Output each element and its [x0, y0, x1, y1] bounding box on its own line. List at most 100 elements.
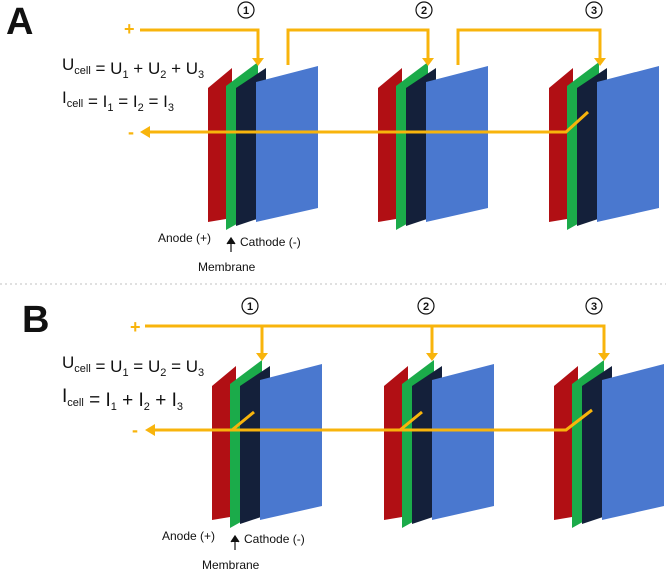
panel-letter: B — [22, 299, 49, 341]
panel-b-parallel-connection: B Ucell = U1 = U2 = U3 Icell = I1 + I2 +… — [22, 297, 664, 571]
eq-left-sub: cell — [74, 363, 91, 375]
arrow-head — [140, 126, 150, 138]
panel-a-series-connection: A Ucell = U1 + U2 + U3 Icell = I1 = I2 =… — [6, 1, 659, 274]
current-equation: Icell = I1 = I2 = I3 — [62, 88, 174, 114]
eq-subscript: 3 — [177, 401, 183, 413]
cell-number-markers: 1 2 3 — [241, 297, 603, 315]
eq-term: = U — [91, 357, 123, 376]
negative-terminal-sign: - — [132, 420, 138, 440]
eq-left-sub: cell — [67, 98, 84, 110]
number-text: 1 — [243, 5, 249, 17]
eq-left-sub: cell — [67, 397, 84, 409]
arrow-head — [598, 353, 610, 361]
voltage-equation: Ucell = U1 + U2 + U3 — [62, 55, 204, 81]
eq-subscript: 2 — [144, 401, 150, 413]
eq-term: = I — [83, 92, 107, 111]
eq-subscript: 2 — [160, 69, 166, 81]
number-text: 3 — [591, 301, 597, 313]
cathode-label: Cathode (-) — [240, 235, 301, 249]
eq-term: = U — [129, 357, 161, 376]
cell-number-3: 3 — [585, 1, 603, 19]
arrow-head — [145, 424, 155, 436]
electrolysis-cell — [384, 360, 494, 528]
number-text: 2 — [421, 5, 427, 17]
number-circle — [417, 297, 435, 315]
number-circle — [585, 1, 603, 19]
eq-term: + I — [117, 390, 144, 411]
negative-tap-1 — [231, 410, 255, 432]
wire-arrows — [145, 353, 610, 436]
wiring — [145, 324, 606, 432]
voltage-equation: Ucell = U1 = U2 = U3 — [62, 353, 204, 379]
eq-subscript: 2 — [160, 367, 166, 379]
number-circle — [415, 1, 433, 19]
series-link-2-3 — [456, 28, 602, 65]
positive-bus — [145, 324, 606, 355]
arrow-head — [256, 353, 268, 361]
number-circle — [241, 297, 259, 315]
eq-term: = U — [166, 357, 198, 376]
cell-number-2: 2 — [417, 297, 435, 315]
eq-subscript: 2 — [138, 102, 144, 114]
series-link-1-2 — [286, 28, 430, 65]
eq-term: + U — [129, 59, 161, 78]
cathode-face — [426, 66, 488, 222]
eq-term: = I — [144, 92, 168, 111]
cathode-face — [432, 364, 494, 520]
anode-label: Anode (+) — [158, 231, 211, 245]
eq-term: = U — [91, 59, 123, 78]
positive-terminal-sign: + — [124, 19, 135, 39]
negative-bus — [150, 408, 593, 432]
arrow-head — [426, 353, 438, 361]
membrane-label: Membrane — [202, 558, 260, 571]
arrow-head — [594, 58, 606, 66]
membrane-pointer-arrow — [230, 534, 240, 550]
cathode-face — [597, 66, 659, 222]
eq-left: U — [62, 55, 74, 74]
wiring — [140, 28, 602, 134]
cell-number-1: 1 — [241, 297, 259, 315]
cathode-label: Cathode (-) — [244, 532, 305, 546]
membrane-pointer-arrow — [226, 236, 236, 252]
cathode-face — [602, 364, 664, 520]
negative-terminal-sign: - — [128, 122, 134, 142]
number-circle — [237, 1, 255, 19]
eq-left: I — [62, 88, 67, 107]
number-text: 3 — [591, 5, 597, 17]
cell-number-2: 2 — [415, 1, 433, 19]
negative-wire — [145, 110, 590, 134]
number-circle — [585, 297, 603, 315]
cathode-face — [256, 66, 318, 222]
panel-letter: A — [6, 1, 33, 43]
membrane-label: Membrane — [198, 260, 256, 274]
eq-term: + U — [166, 59, 198, 78]
number-text: 1 — [247, 301, 253, 313]
anode-label: Anode (+) — [162, 529, 215, 543]
current-equation: Icell = I1 + I2 + I3 — [62, 386, 183, 413]
arrow-head — [422, 58, 434, 66]
eq-subscript: 3 — [198, 367, 204, 379]
cell-number-markers: 1 2 3 — [237, 1, 603, 19]
eq-left: U — [62, 353, 74, 372]
positive-terminal-sign: + — [130, 317, 141, 337]
electrolysis-cell — [549, 62, 659, 230]
cell-row — [212, 360, 664, 528]
electrolysis-cell — [378, 62, 488, 230]
electrolysis-cell — [554, 360, 664, 528]
electrolysis-cell — [208, 62, 318, 230]
eq-term: = I — [113, 92, 137, 111]
eq-term: = I — [84, 390, 111, 411]
eq-subscript: 1 — [122, 367, 128, 379]
wire-arrows — [140, 58, 606, 138]
cell-row — [208, 62, 659, 230]
arrow-head — [252, 58, 264, 66]
eq-subscript: 1 — [111, 401, 117, 413]
eq-subscript: 1 — [107, 102, 113, 114]
electrolysis-cell — [212, 360, 322, 528]
eq-left: I — [62, 386, 67, 407]
cell-number-3: 3 — [585, 297, 603, 315]
eq-subscript: 3 — [198, 69, 204, 81]
eq-left-sub: cell — [74, 65, 91, 77]
eq-subscript: 3 — [168, 102, 174, 114]
